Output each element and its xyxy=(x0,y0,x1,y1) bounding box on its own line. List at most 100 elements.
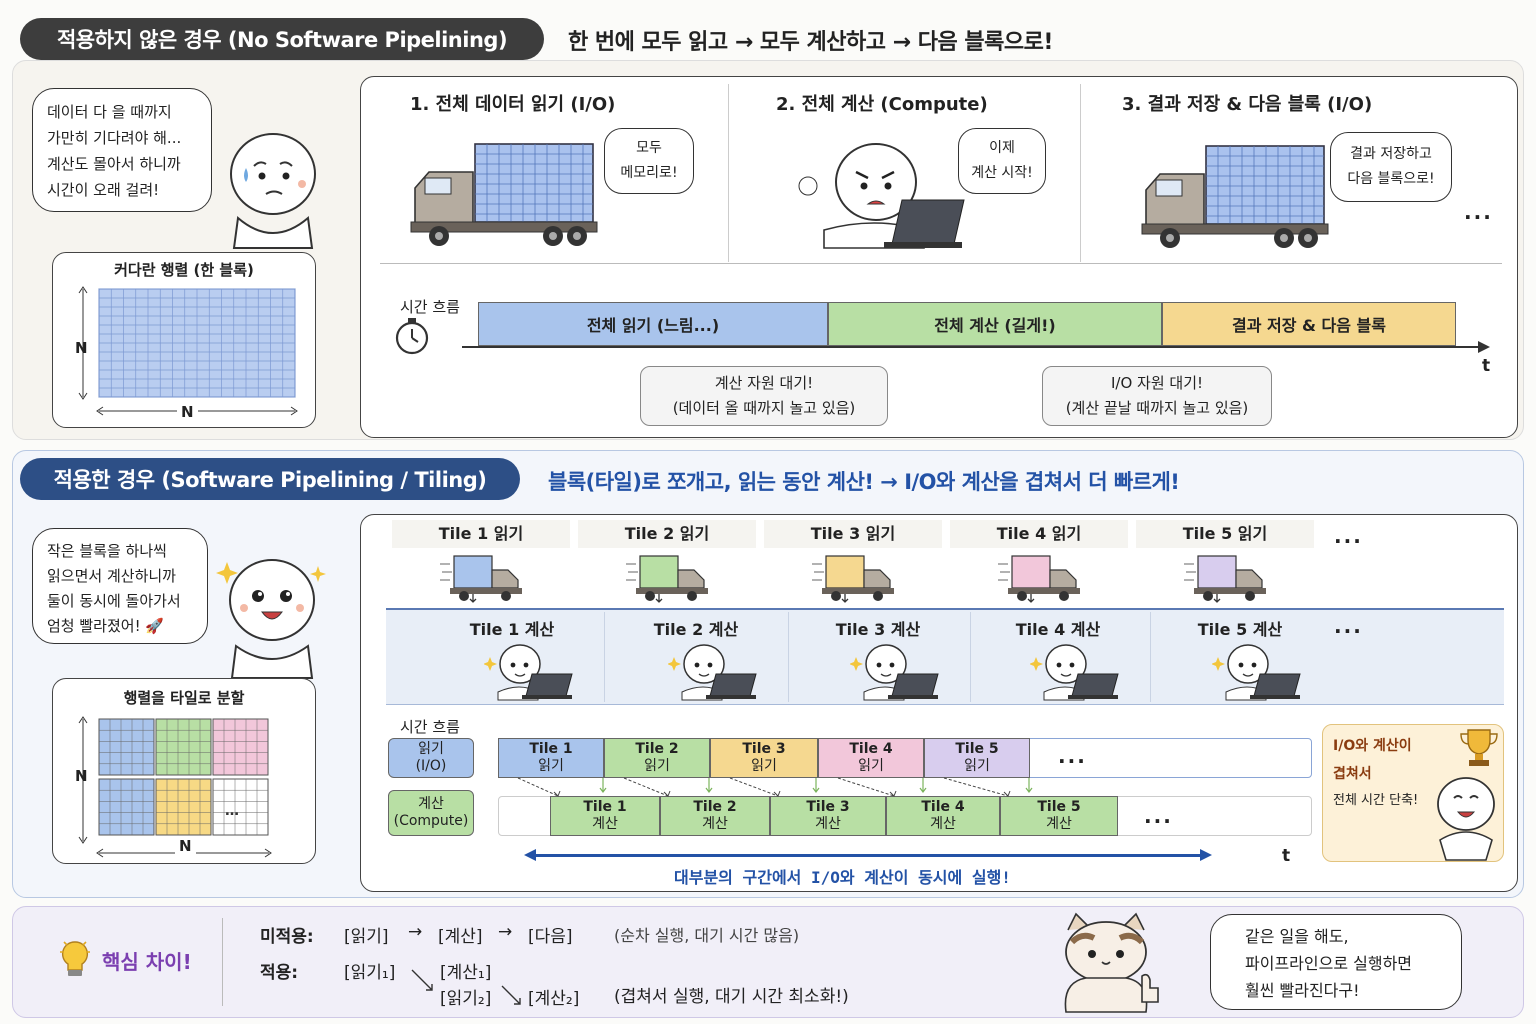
tile-kind: 계산 xyxy=(930,816,956,832)
row1-arrow: → xyxy=(408,922,423,942)
axis-n-vertical: N xyxy=(75,339,88,357)
read-header-5: Tile 5 읽기 xyxy=(1136,520,1314,548)
compute-header-1: Tile 1 계산 xyxy=(469,620,555,639)
cheering-character-icon xyxy=(1437,777,1495,861)
bubble-line: 시간이 오래 걸려! xyxy=(47,181,160,199)
mini-coder-laptop-icon xyxy=(849,640,946,702)
note-line: I/O 자원 대기! xyxy=(1110,374,1204,392)
tile-kind: 읽기 xyxy=(858,758,884,774)
big-matrix-grid xyxy=(78,286,298,416)
step-1-title: 1. 전체 데이터 읽기 (I/O) xyxy=(410,94,616,115)
row1-arrow: → xyxy=(498,922,513,942)
pipelining-pill: 적용한 경우 (Software Pipelining / Tiling) xyxy=(20,458,520,500)
tile-name: Tile 1 xyxy=(529,741,573,757)
bubble-line: 같은 일을 해도, xyxy=(1245,927,1349,946)
row2-read-2: [읽기₂] xyxy=(440,989,492,1009)
mini-truck-icon xyxy=(1184,554,1274,604)
bar-read-all: 전체 읽기 (느림...) xyxy=(478,302,828,346)
trophy-icon xyxy=(1460,729,1498,766)
read-lane-ellipsis: ... xyxy=(1058,744,1087,768)
compute-header-5: Tile 5 계산 xyxy=(1197,620,1283,639)
pipelining-headline: 블록(타일)로 쪼개고, 읽는 동안 계산! → I/O와 계산을 겹쳐서 더 … xyxy=(548,470,1180,494)
read-header-4: Tile 4 읽기 xyxy=(950,520,1128,548)
tile-name: Tile 1 xyxy=(583,799,627,815)
axis-n-vertical: N xyxy=(75,767,88,785)
time-axis-t: t xyxy=(1482,356,1491,376)
tile-name: Tile 3 xyxy=(742,741,786,757)
step-3-title: 3. 결과 저장 & 다음 블록 (I/O) xyxy=(1122,94,1373,115)
speech-line: 결과 저장하고 xyxy=(1350,146,1432,162)
row1-step: [다음] xyxy=(528,927,573,947)
compute-ellipsis: ... xyxy=(1334,614,1363,638)
step-divider xyxy=(728,84,729,262)
speech-line: 다음 블록으로! xyxy=(1347,171,1435,187)
row1-label: 미적용: xyxy=(260,927,314,947)
tile-name: Tile 5 xyxy=(955,741,999,757)
compute-divider xyxy=(970,612,971,702)
mini-coder-laptop-icon xyxy=(667,640,764,702)
cat-thumbs-up-icon xyxy=(1064,912,1159,1013)
tile-name: Tile 4 xyxy=(849,741,893,757)
overlap-span-arrow xyxy=(530,854,1206,857)
timeline-axis xyxy=(462,346,1482,348)
bubble-line: 파이프라인으로 실행하면 xyxy=(1245,954,1413,973)
tile-name: Tile 2 xyxy=(693,799,737,815)
truck-icon xyxy=(410,143,598,246)
read-header-3: Tile 3 읽기 xyxy=(764,520,942,548)
row-label-line: 읽기 xyxy=(418,741,444,757)
timeline-arrowhead xyxy=(1478,341,1490,353)
row2-compute-1: [계산₁] xyxy=(440,963,492,983)
trophy-note-line: 전체 시간 단축! xyxy=(1333,793,1419,808)
tile-kind: 계산 xyxy=(1046,816,1072,832)
dependency-arrows xyxy=(517,777,1033,797)
happy-character-icon xyxy=(216,559,326,679)
note-line: 계산 자원 대기! xyxy=(714,374,814,392)
tiled-matrix-grid: … xyxy=(78,716,272,858)
mini-coder-laptop-icon xyxy=(1029,640,1126,702)
bubble-line: 계산도 몰아서 하니까 xyxy=(47,155,181,173)
row1-note: (순차 실행, 대기 시간 많음) xyxy=(614,926,800,945)
row2-note: (겹쳐서 실행, 대기 시간 최소화!) xyxy=(614,987,849,1007)
note-line: (계산 끝날 때까지 놀고 있음) xyxy=(1065,399,1249,417)
worried-character-icon xyxy=(230,133,316,249)
tile-kind: 계산 xyxy=(592,816,618,832)
row-label-read: 읽기(I/O) xyxy=(388,738,474,778)
worried-speech-bubble: 데이터 다 을 때까지 가만히 기다려야 해... 계산도 몰아서 하니까 시간… xyxy=(32,88,212,212)
tiled-matrix-title: 행렬을 타일로 분할 xyxy=(123,689,245,707)
no-pipelining-pill: 적용하지 않은 경우 (No Software Pipelining) xyxy=(20,18,544,60)
compute-header-2: Tile 2 계산 xyxy=(653,620,739,639)
compute-lane-ellipsis: ... xyxy=(1144,804,1173,828)
read-header-1: Tile 1 읽기 xyxy=(392,520,570,548)
tile-kind: 계산 xyxy=(702,816,728,832)
overlap-arrowhead-right xyxy=(1200,849,1212,861)
read-header-2: Tile 2 읽기 xyxy=(578,520,756,548)
row-label-line: (I/O) xyxy=(415,758,447,774)
bubble-line: 읽으면서 계산하니까 xyxy=(47,567,176,585)
tile-kind: 읽기 xyxy=(538,758,564,774)
io-idle-note: I/O 자원 대기! (계산 끝날 때까지 놀고 있음) xyxy=(1042,366,1272,426)
trophy-note-line: 겹쳐서 xyxy=(1333,766,1372,782)
row2-compute-2: [계산₂] xyxy=(528,989,580,1009)
axis-n-horizontal: N xyxy=(175,837,196,855)
no-pipeline-main-card xyxy=(360,76,1518,438)
compute-divider xyxy=(1150,612,1151,702)
trophy-note-line: I/O와 계산이 xyxy=(1333,738,1412,754)
row1-step: [읽기] xyxy=(344,927,389,947)
step-2-title: 2. 전체 계산 (Compute) xyxy=(776,94,988,115)
row-label-line: 계산 xyxy=(418,796,444,812)
tile-kind: 읽기 xyxy=(964,758,990,774)
tile-name: Tile 3 xyxy=(806,799,850,815)
read-ellipsis: ... xyxy=(1334,524,1363,548)
overlap-note: 대부분의 구간에서 I/O와 계산이 동시에 실행! xyxy=(674,868,1011,887)
busy-character-laptop-icon xyxy=(798,143,965,249)
compute-idle-note: 계산 자원 대기!(데이터 올 때까지 놀고 있음) xyxy=(640,366,888,426)
compute-header-3: Tile 3 계산 xyxy=(835,620,921,639)
